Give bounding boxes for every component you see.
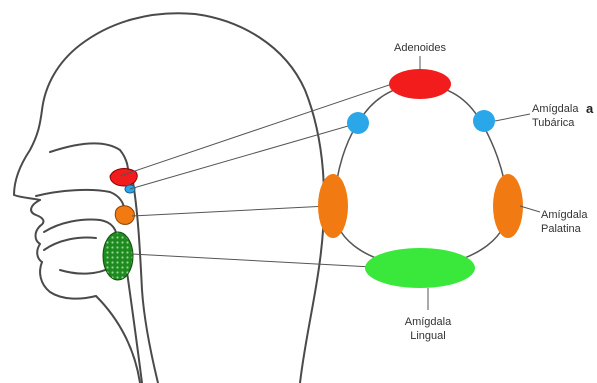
label-palatina-line1: Amígdala [541, 209, 588, 221]
ring-tubarica-right [473, 110, 495, 132]
chin-outline [40, 262, 96, 299]
label-palatina-line2: Palatina [541, 223, 582, 235]
ring-adenoides [389, 69, 451, 99]
mandible [60, 268, 110, 274]
lips-outline [36, 226, 43, 262]
head-profile [14, 13, 324, 383]
tonsil-ring [318, 69, 523, 288]
label-lingual-line1: Amígdala [405, 316, 452, 328]
pointer-tubarica [495, 114, 530, 121]
ring-lingual [365, 248, 475, 288]
label-lingual-line2: Lingual [410, 330, 445, 342]
head-organs [103, 169, 137, 280]
head-lingual [103, 232, 133, 280]
leader-lingual [132, 254, 372, 267]
ring-palatina-left [318, 174, 348, 238]
nose-outline [31, 200, 43, 226]
ring-palatina-right [493, 174, 523, 238]
label-tubarica-line2: Tubárica [532, 117, 575, 129]
skull-outline [14, 13, 324, 383]
label-tubarica-line1: Amígdala [532, 103, 579, 115]
neck-front [96, 296, 140, 383]
label-adenoides: Adenoides [394, 42, 446, 54]
leader-lines [120, 84, 392, 267]
label-tubarica-marker: a [586, 101, 594, 116]
ring-tubarica-left [347, 112, 369, 134]
tongue-body [44, 238, 96, 251]
leader-palatina [132, 206, 328, 216]
head-palatina [115, 206, 134, 225]
palate-upper [36, 190, 124, 212]
pointer-palatina [520, 206, 540, 212]
pharynx-back [132, 176, 158, 383]
